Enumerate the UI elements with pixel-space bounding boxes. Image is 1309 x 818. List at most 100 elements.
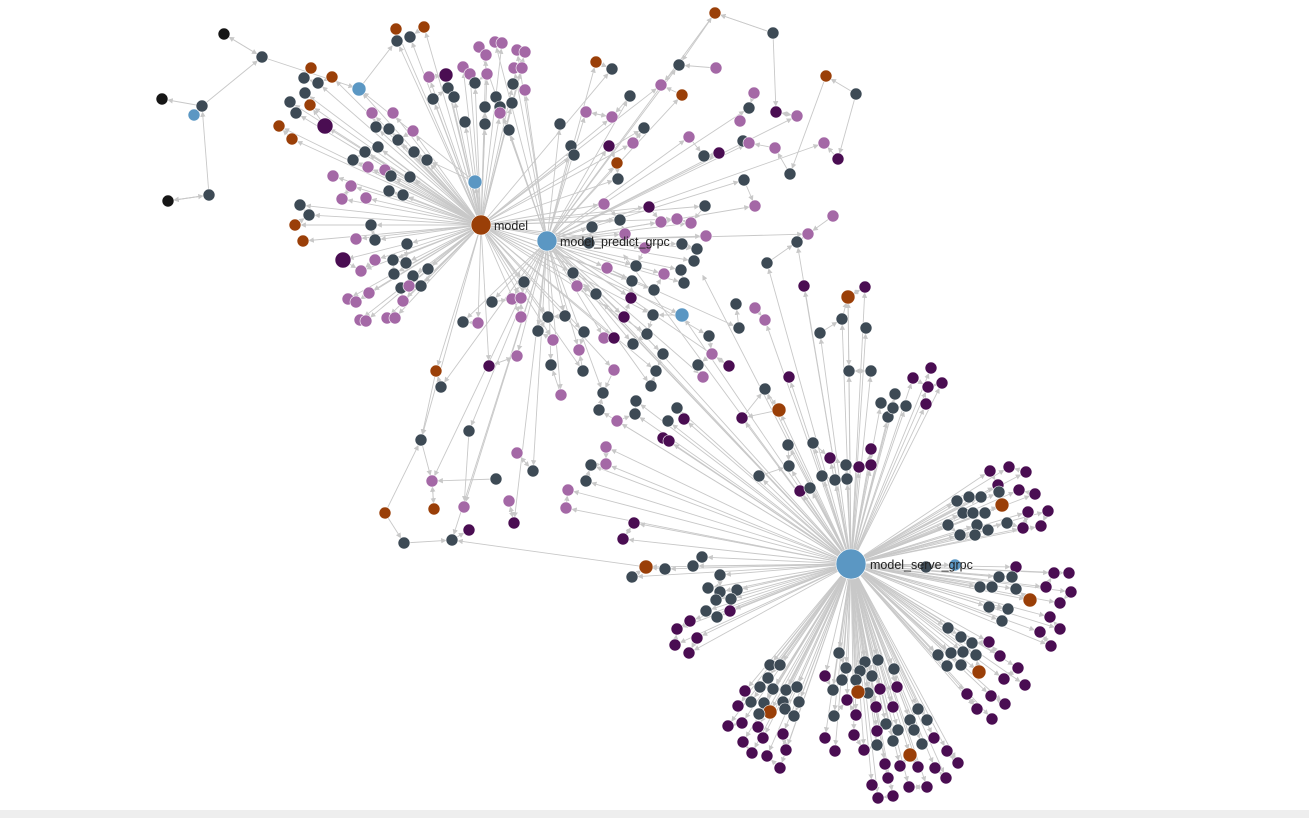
graph-node[interactable] — [613, 213, 627, 227]
graph-node[interactable] — [828, 473, 842, 487]
graph-node[interactable] — [541, 310, 555, 324]
graph-node[interactable] — [438, 67, 454, 83]
graph-node[interactable] — [518, 83, 532, 97]
graph-node[interactable] — [288, 218, 302, 232]
graph-node[interactable] — [462, 523, 476, 537]
graph-node[interactable] — [864, 458, 878, 472]
graph-node[interactable] — [878, 757, 892, 771]
graph-node[interactable] — [953, 528, 967, 542]
graph-node[interactable] — [993, 649, 1007, 663]
graph-node[interactable] — [626, 337, 640, 351]
graph-node[interactable] — [482, 359, 496, 373]
graph-node[interactable] — [941, 621, 955, 635]
graph-node[interactable] — [709, 593, 723, 607]
graph-node[interactable] — [886, 700, 900, 714]
graph-node[interactable] — [602, 139, 616, 153]
graph-node[interactable] — [654, 78, 668, 92]
graph-node[interactable] — [850, 684, 866, 700]
graph-node[interactable] — [359, 314, 373, 328]
graph-node[interactable] — [561, 483, 575, 497]
graph-node[interactable] — [927, 731, 941, 745]
graph-node[interactable] — [505, 96, 519, 110]
graph-node[interactable] — [690, 242, 704, 256]
graph-node[interactable] — [155, 92, 169, 106]
graph-node[interactable] — [737, 173, 751, 187]
graph-node[interactable] — [758, 382, 772, 396]
graph-node[interactable] — [359, 191, 373, 205]
graph-node[interactable] — [950, 494, 964, 508]
graph-node[interactable] — [303, 98, 317, 112]
graph-node[interactable] — [298, 86, 312, 100]
graph-node[interactable] — [852, 460, 866, 474]
graph-node[interactable] — [818, 669, 832, 683]
graph-node[interactable] — [792, 695, 806, 709]
graph-node[interactable] — [195, 99, 209, 113]
graph-node[interactable] — [828, 744, 842, 758]
graph-node[interactable] — [835, 312, 849, 326]
graph-node[interactable] — [618, 227, 632, 241]
graph-node[interactable] — [577, 325, 591, 339]
graph-node[interactable] — [402, 279, 416, 293]
graph-node[interactable] — [386, 253, 400, 267]
graph-node[interactable] — [1064, 585, 1078, 599]
graph-node[interactable] — [297, 71, 311, 85]
graph-node[interactable] — [187, 108, 201, 122]
graph-node[interactable] — [462, 424, 476, 438]
graph-node[interactable] — [995, 614, 1009, 628]
graph-node[interactable] — [675, 237, 689, 251]
graph-node[interactable] — [414, 433, 428, 447]
graph-node[interactable] — [984, 689, 998, 703]
graph-node[interactable] — [670, 401, 684, 415]
graph-node[interactable] — [695, 550, 709, 564]
graph-node[interactable] — [544, 358, 558, 372]
graph-node[interactable] — [985, 712, 999, 726]
node-model-predict-grpc[interactable] — [536, 230, 558, 252]
graph-node[interactable] — [994, 497, 1010, 513]
graph-node[interactable] — [414, 279, 428, 293]
graph-node[interactable] — [781, 438, 795, 452]
graph-node[interactable] — [599, 457, 613, 471]
graph-node[interactable] — [879, 717, 893, 731]
graph-node[interactable] — [382, 122, 396, 136]
graph-node[interactable] — [992, 570, 1006, 584]
graph-node[interactable] — [756, 731, 770, 745]
graph-node[interactable] — [600, 261, 614, 275]
graph-node[interactable] — [283, 95, 297, 109]
graph-node[interactable] — [627, 516, 641, 530]
graph-node[interactable] — [1011, 661, 1025, 675]
graph-node[interactable] — [745, 746, 759, 760]
graph-node[interactable] — [585, 220, 599, 234]
graph-node[interactable] — [782, 370, 796, 384]
graph-node[interactable] — [657, 267, 671, 281]
graph-node[interactable] — [1009, 582, 1023, 596]
graph-node[interactable] — [406, 124, 420, 138]
graph-node[interactable] — [684, 216, 698, 230]
graph-node[interactable] — [899, 399, 913, 413]
graph-node[interactable] — [400, 237, 414, 251]
graph-node[interactable] — [766, 26, 780, 40]
graph-node[interactable] — [518, 45, 532, 59]
graph-node[interactable] — [1028, 487, 1042, 501]
graph-node[interactable] — [344, 179, 358, 193]
graph-node[interactable] — [766, 682, 780, 696]
graph-node[interactable] — [1034, 519, 1048, 533]
graph-node[interactable] — [813, 326, 827, 340]
graph-node[interactable] — [426, 92, 440, 106]
graph-node[interactable] — [971, 664, 987, 680]
graph-node[interactable] — [859, 321, 873, 335]
graph-node[interactable] — [479, 48, 493, 62]
graph-node[interactable] — [826, 209, 840, 223]
graph-node[interactable] — [857, 743, 871, 757]
graph-node[interactable] — [779, 743, 793, 757]
graph-node[interactable] — [572, 343, 586, 357]
graph-node[interactable] — [944, 646, 958, 660]
graph-node[interactable] — [732, 321, 746, 335]
graph-node[interactable] — [362, 286, 376, 300]
graph-node[interactable] — [835, 673, 849, 687]
graph-node[interactable] — [849, 708, 863, 722]
graph-node[interactable] — [429, 364, 443, 378]
graph-node[interactable] — [403, 170, 417, 184]
graph-node[interactable] — [1044, 639, 1058, 653]
graph-node[interactable] — [589, 55, 603, 69]
graph-node[interactable] — [686, 559, 700, 573]
